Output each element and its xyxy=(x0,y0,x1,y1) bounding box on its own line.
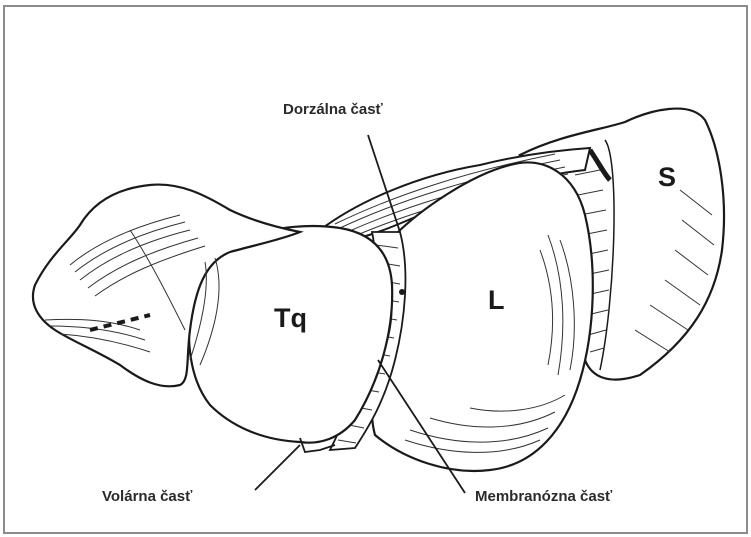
lunate-label: L xyxy=(488,285,505,316)
volar-part-label: Volárna časť xyxy=(102,488,192,505)
membranous-part-label: Membranózna časť xyxy=(475,488,612,505)
triquetrum-label: Tq xyxy=(274,303,307,334)
scaphoid-label: S xyxy=(658,162,676,193)
dorsal-part-label: Dorzálna časť xyxy=(283,101,383,118)
